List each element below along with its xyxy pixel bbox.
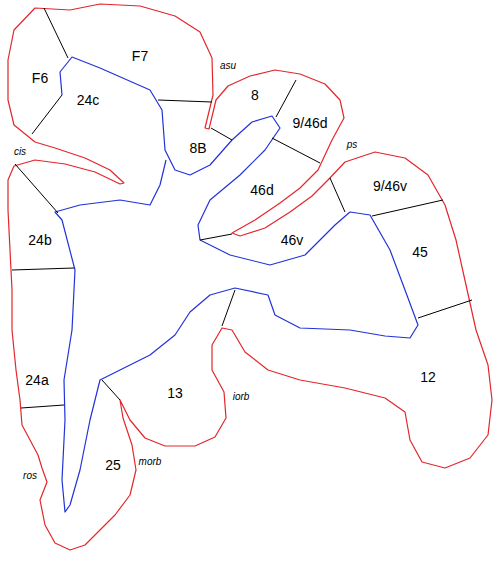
sulcus-label: ros — [23, 471, 37, 481]
area-borders — [12, 8, 472, 408]
white-matter-border — [55, 57, 418, 512]
area-label: 12 — [420, 370, 436, 384]
area-label: 46v — [281, 233, 304, 247]
sulcus-label: asu — [220, 61, 236, 71]
area-label: 24b — [28, 233, 51, 247]
area-label: F7 — [132, 49, 148, 63]
sulcus-label: iorb — [233, 392, 250, 402]
area-label: 8B — [189, 141, 206, 155]
sulcus-label: cis — [14, 147, 26, 157]
area-label: F6 — [32, 71, 48, 85]
area-label: 25 — [105, 458, 121, 472]
area-label: 24a — [25, 373, 48, 387]
sulcus-label: ps — [347, 140, 358, 150]
sulcus-label: morb — [139, 457, 162, 467]
area-label: 24c — [77, 93, 100, 107]
area-label: 8 — [251, 88, 259, 102]
area-label: 9/46v — [373, 179, 407, 193]
pial-outline — [8, 4, 492, 550]
area-label: 46d — [250, 183, 273, 197]
area-label: 13 — [167, 386, 183, 400]
area-label: 9/46d — [292, 116, 327, 130]
area-label: 45 — [412, 245, 428, 259]
